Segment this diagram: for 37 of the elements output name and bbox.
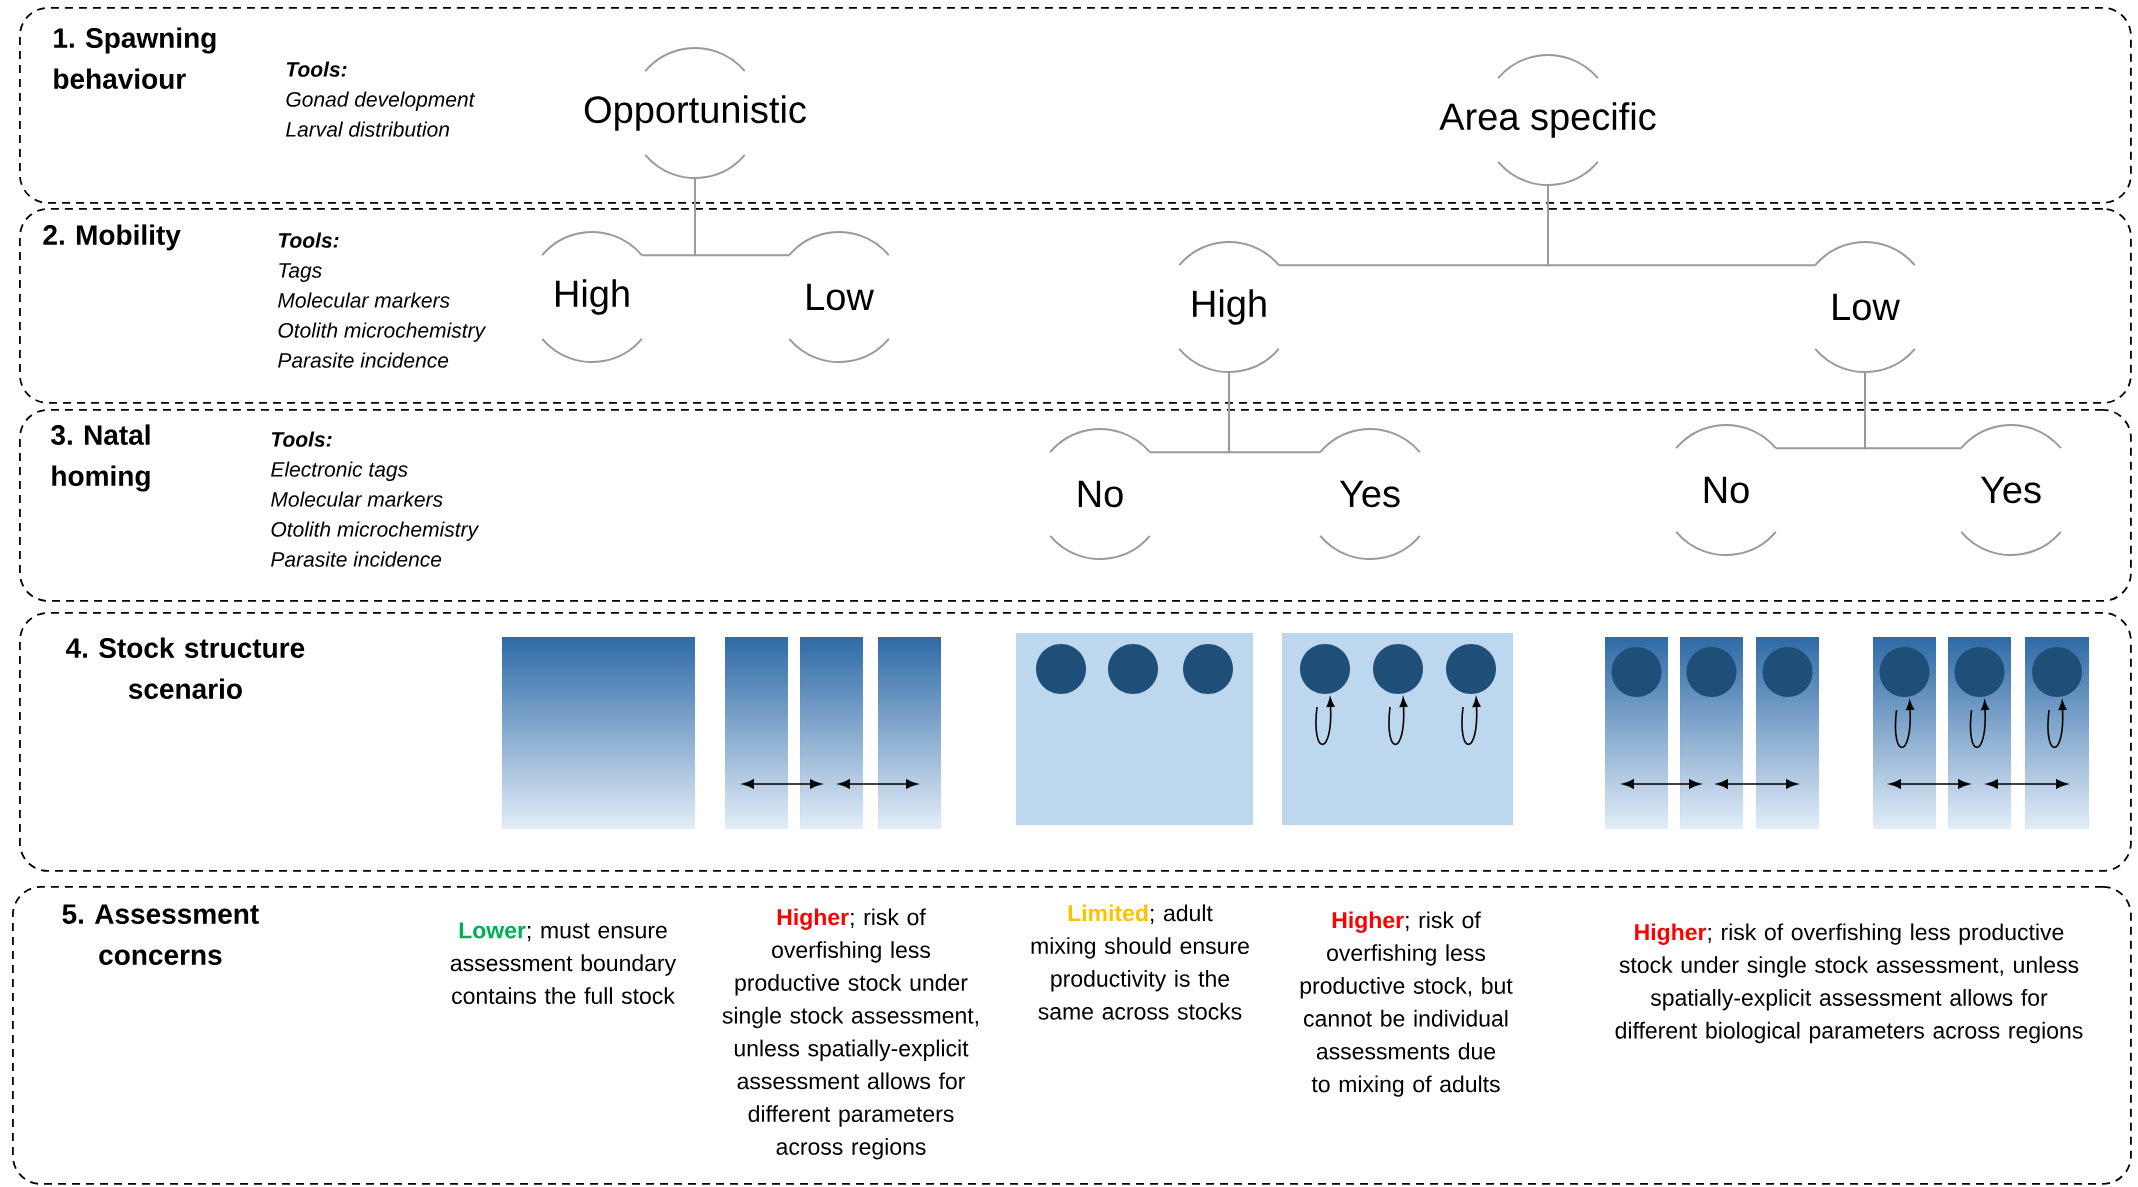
node-label: Otolith microchemistry	[271, 521, 480, 541]
node-label: Electronic tags	[271, 461, 408, 481]
node-label: Tools:	[278, 232, 339, 248]
arc-node: High	[541, 231, 643, 363]
tools-list: Tools: Electronic tags Molecular markers Otolith microchemistry Parasite incidence	[271, 431, 480, 567]
arc-node: No	[1049, 428, 1151, 560]
node-label: Parasite incidence	[278, 352, 449, 368]
arc-node: High	[1178, 241, 1280, 373]
concern-text: Limited; adult mixing should ensure productivity is the same across stocks	[1031, 904, 1249, 1020]
node-label: Tags	[279, 263, 322, 282]
section-heading: 2. Mobility	[43, 224, 181, 251]
tools-list: Tools: Tags Molecular markers Otolith microchemistry Parasite incidence	[278, 232, 487, 368]
connector	[1228, 371, 1322, 454]
arc-node: Yes	[1960, 424, 2062, 556]
arc-node: Yes	[1319, 428, 1421, 560]
connector	[1547, 184, 1817, 267]
node-label: Molecular markers	[278, 292, 450, 308]
concern-text: Lower; must ensure assessment boundary contains the full stock	[450, 922, 677, 1005]
section-heading: 1. Spawning behaviour	[54, 27, 216, 89]
arc-node: Low	[788, 231, 890, 363]
arc-node: No	[1675, 424, 1777, 556]
arc-node: Low	[1814, 241, 1916, 373]
section-heading: 4. Stock structure scenario	[66, 637, 305, 699]
node-label: Molecular markers	[271, 491, 443, 507]
arc-node: Area specific	[1439, 54, 1656, 186]
section-heading: 3. Natal homing	[51, 424, 150, 492]
connector	[1864, 371, 1963, 450]
arc-node: Opportunistic	[584, 47, 806, 179]
node-label: Parasite incidence	[271, 551, 442, 567]
tools-list: Tools: Gonad development Larval distribution	[286, 61, 476, 137]
section-heading: 5. Assessment concerns	[62, 904, 259, 965]
node-label: Tools:	[271, 431, 332, 447]
concern-text: Higher; risk of overfishing less productive stock, but cannot be individual assessments due to mixing of adults	[1300, 911, 1513, 1097]
node-label: Otolith microchemistry	[278, 322, 487, 342]
connector	[694, 177, 791, 257]
concern-text: Higher; risk of overfishing less productive stock under single stock assessment, unless spatially-explicit assessment allows for different biological parameters across regions	[1615, 923, 2083, 1044]
concern-text: Higher; risk of overfishing less productive stock under single stock assessment, unless spatially-explicit assessment allows for different parameters across regions	[722, 908, 978, 1160]
